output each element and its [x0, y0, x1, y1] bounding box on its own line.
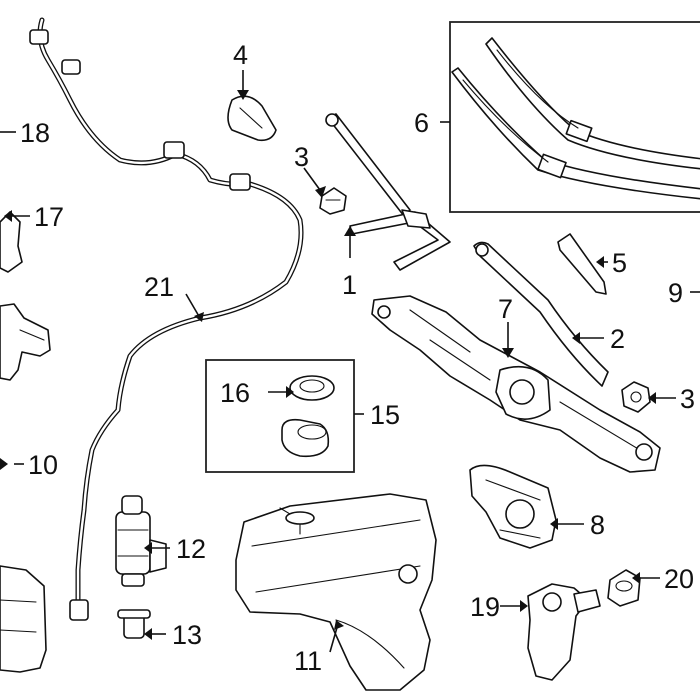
washer-hose-21[interactable] — [29, 17, 304, 621]
callout-4: 4 — [233, 40, 248, 70]
wiper-arm-1[interactable] — [325, 113, 451, 271]
nut-cap-3-top[interactable] — [319, 187, 347, 215]
cap-20[interactable] — [607, 569, 641, 607]
callout-15: 15 — [370, 400, 400, 430]
callout-8: 8 — [590, 510, 605, 540]
callout-13: 13 — [172, 620, 202, 650]
wiper-motor-8[interactable] — [469, 464, 557, 549]
wiper-blade-box — [449, 21, 700, 213]
leader-lines — [0, 70, 700, 653]
wiper-linkage-7[interactable] — [371, 295, 661, 473]
washer-reservoir-11[interactable] — [235, 493, 437, 691]
callout-16: 16 — [220, 378, 250, 408]
grommet-16[interactable] — [289, 375, 335, 401]
arrowheads — [0, 90, 656, 640]
callout-6: 6 — [414, 108, 429, 138]
callout-labels: 4 3 1 6 5 2 7 3 8 9 10 11 12 13 15 16 17… — [20, 40, 695, 676]
grommet-15[interactable] — [281, 418, 330, 458]
reservoir-partial-10[interactable] — [0, 565, 47, 673]
callout-3-top: 3 — [294, 142, 309, 172]
callout-10: 10 — [28, 450, 58, 480]
callout-3-right: 3 — [680, 384, 695, 414]
callout-7: 7 — [498, 294, 513, 324]
callout-1: 1 — [342, 270, 357, 300]
callout-21: 21 — [144, 272, 174, 302]
nut-cap-3-right[interactable] — [621, 381, 651, 413]
clip-5[interactable] — [557, 233, 607, 295]
cover-4[interactable] — [227, 95, 277, 142]
grommet-13[interactable] — [117, 609, 151, 639]
callout-19: 19 — [470, 592, 500, 622]
callout-20: 20 — [664, 564, 694, 594]
wiper-blade-6[interactable] — [451, 37, 700, 200]
bracket-partial[interactable] — [0, 303, 51, 381]
callout-9: 9 — [668, 278, 683, 308]
washer-pump-19[interactable] — [527, 583, 601, 681]
callout-11: 11 — [294, 646, 322, 676]
callout-17: 17 — [34, 202, 64, 232]
callout-5: 5 — [612, 248, 627, 278]
callout-18: 18 — [20, 118, 50, 148]
wiper-arm-2[interactable] — [473, 241, 609, 387]
washer-pump-12[interactable] — [115, 495, 167, 587]
grommet-kit-box — [205, 359, 355, 473]
callout-12: 12 — [176, 534, 206, 564]
callout-2: 2 — [610, 324, 625, 354]
